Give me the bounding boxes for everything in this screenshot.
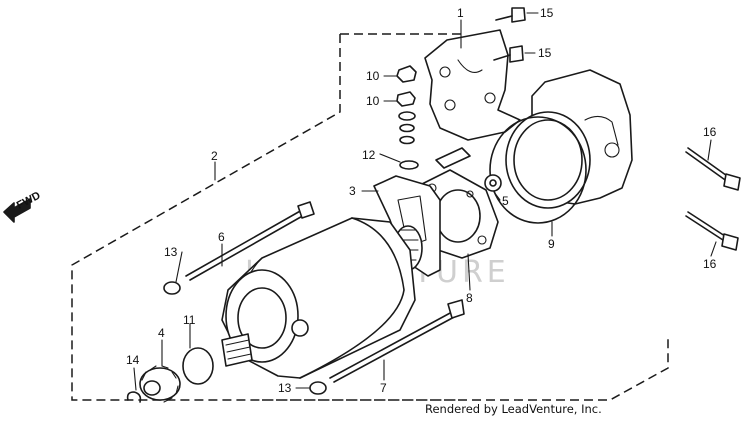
bolt-16-lower [685, 211, 739, 251]
callout-13-lower: 13 [278, 381, 292, 395]
o-ring-11 [182, 347, 214, 385]
washer-13-upper [163, 281, 181, 295]
callout-14: 14 [126, 353, 140, 367]
assembly-boundary [71, 33, 669, 401]
callout-2: 2 [211, 149, 218, 163]
bolt-6-head [297, 201, 315, 219]
callout-8: 8 [466, 291, 473, 305]
leader-lines [133, 12, 717, 391]
callout-16-lower: 16 [703, 257, 717, 271]
bolt-7-head [447, 299, 465, 319]
bolt-15-lower [493, 45, 524, 63]
callout-13-upper: 13 [164, 245, 178, 259]
callout-12: 12 [362, 148, 376, 162]
armature-shaft [221, 333, 253, 367]
callout-6: 6 [218, 230, 225, 244]
bolt-16-upper [685, 147, 741, 191]
callout-1: 1 [457, 6, 464, 20]
o-ring-cover [489, 116, 587, 224]
forward-arrow: FWD [3, 189, 43, 223]
callout-10-upper: 10 [366, 69, 380, 83]
through-bolt-6-edge [189, 213, 307, 281]
rear-cover [505, 69, 633, 209]
callout-10-lower: 10 [366, 94, 380, 108]
callout-4: 4 [158, 326, 165, 340]
washer-13-lower [309, 381, 327, 395]
callout-5: 5 [502, 194, 509, 208]
callout-9: 9 [548, 237, 555, 251]
callout-15-upper: 15 [540, 6, 554, 20]
pinion-gear [139, 365, 181, 403]
callout-11: 11 [183, 313, 196, 327]
through-bolt-7-edge [333, 315, 457, 383]
through-bolt-6 [185, 209, 303, 277]
through-bolt-7 [329, 311, 453, 379]
mounting-bracket [424, 29, 521, 141]
nut-stack [396, 65, 419, 170]
callout-3: 3 [349, 184, 356, 198]
bolt-15-upper [495, 7, 526, 23]
callout-15-lower: 15 [538, 46, 552, 60]
callout-16-upper: 16 [703, 125, 717, 139]
callouts: 1 2 3 4 5 6 7 8 9 10 10 11 12 13 13 14 1… [126, 6, 717, 395]
rendered-by-credit: Rendered by LeadVenture, Inc. [425, 402, 602, 416]
callout-7: 7 [380, 381, 387, 395]
circlip-14 [126, 391, 142, 403]
